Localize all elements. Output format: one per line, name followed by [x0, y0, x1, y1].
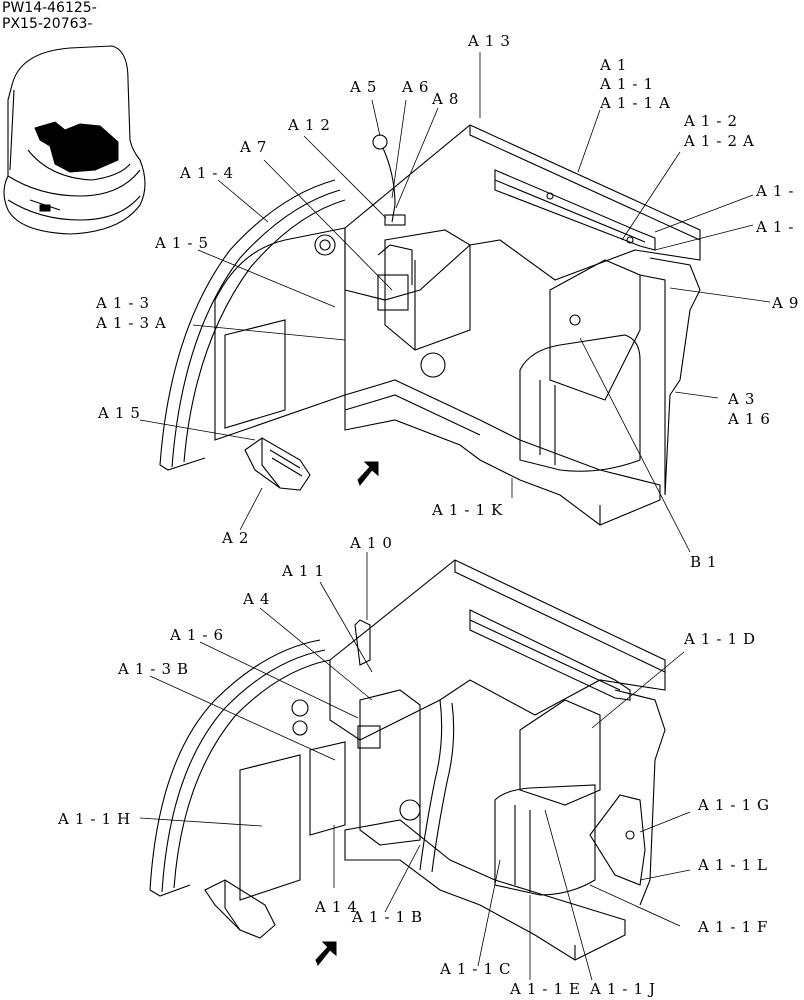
label-a14: A14 — [314, 898, 363, 916]
label-a6: A6 — [401, 78, 434, 96]
label-a9: A9 — [771, 294, 804, 312]
label-a7: A7 — [239, 138, 272, 156]
label-a1-3b: A1-3B — [117, 660, 194, 678]
label-a3: A3 — [727, 390, 760, 408]
label-a15: A15 — [97, 404, 146, 422]
label-a1-6: A1-6 — [169, 626, 229, 644]
serial-range-1: PW14-46125- — [2, 0, 97, 16]
label-a1-1k: A1-1K — [431, 501, 508, 519]
label-a12: A12 — [287, 116, 336, 134]
label-a1-1d: A1-1D — [683, 630, 761, 648]
label-a1-1g: A1-1G — [697, 796, 775, 814]
label-b1: B1 — [690, 553, 723, 571]
label-a4: A4 — [242, 590, 275, 608]
label-a11: A11 — [281, 562, 330, 580]
label-a5: A5 — [349, 78, 382, 96]
label-a1-right-2: A1- — [755, 218, 799, 236]
label-a1-1j: A1-1J — [589, 980, 661, 998]
label-a1-1b: A1-1B — [351, 908, 428, 926]
lower-assembly-drawing — [149, 559, 666, 966]
upper-callout-labels: A13 A1 A1-1 A1-1A A5 A6 A8 A12 A1-2 A1-2… — [95, 32, 804, 571]
label-a1-2a: A1-2A — [683, 132, 760, 150]
label-a2: A2 — [221, 529, 254, 547]
label-a1-1a: A1-1A — [599, 94, 676, 112]
label-a8: A8 — [431, 90, 464, 108]
label-a13: A13 — [467, 32, 516, 50]
label-a1-1e: A1-1E — [509, 980, 586, 998]
label-a1: A1 — [599, 56, 632, 74]
label-a16: A16 — [727, 410, 776, 428]
label-a1-4: A1-4 — [179, 164, 239, 182]
label-a1-1c: A1-1C — [439, 960, 516, 978]
label-a1-3a: A1-3A — [95, 314, 172, 332]
label-a1-3: A1-3 — [95, 294, 155, 312]
machine-locator-thumbnail — [3, 45, 146, 235]
upper-assembly-drawing — [159, 124, 701, 526]
leader-lines — [139, 52, 771, 981]
label-a10: A10 — [349, 534, 398, 552]
label-a1-5: A1-5 — [154, 234, 214, 252]
label-a1-1l: A1-1L — [697, 856, 773, 874]
label-a1-1h: A1-1H — [57, 810, 136, 828]
serial-range-2: PX15-20763- — [2, 16, 93, 32]
lower-callout-labels: A10 A11 A4 A1-6 A1-3B A1-1D A1-1H A1-1G … — [57, 534, 775, 998]
label-a1-1f: A1-1F — [697, 918, 773, 936]
label-a1-right-1: A1- — [755, 182, 799, 200]
label-a1-2: A1-2 — [683, 112, 743, 130]
label-a1-1: A1-1 — [599, 75, 659, 93]
